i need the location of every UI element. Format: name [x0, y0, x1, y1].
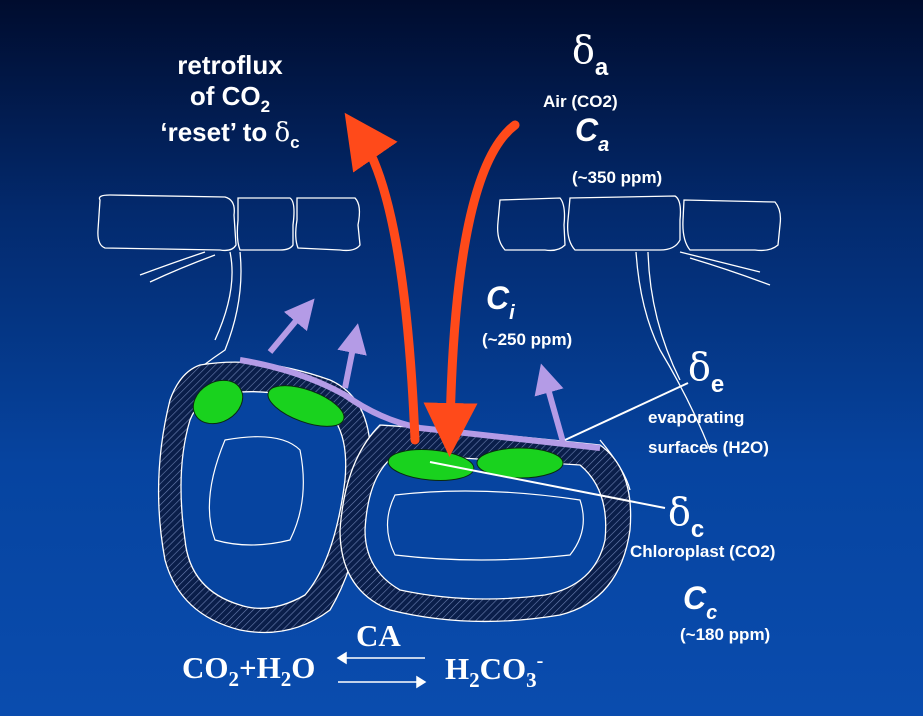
chloroplast-label: Chloroplast (CO2) — [630, 542, 776, 561]
enzyme-label: CA — [356, 618, 401, 653]
ca-value: (~350 ppm) — [572, 168, 663, 187]
evaporating-label-2: surfaces (H2O) — [648, 438, 769, 457]
pointer-lines — [429, 382, 689, 509]
ca-symbol: Ca — [575, 112, 610, 156]
epidermis-cells — [97, 194, 782, 491]
equilibrium-arrows — [336, 651, 427, 689]
delta-c: δc — [668, 490, 705, 543]
delta-a: δa — [572, 28, 609, 81]
chloroplasts — [192, 379, 564, 481]
mesophyll-cells — [157, 357, 632, 634]
vapor-arrows — [267, 298, 566, 443]
cc-symbol: Cc — [683, 580, 718, 624]
ci-symbol: Ci — [486, 280, 515, 324]
delta-e: δe — [688, 345, 725, 398]
equation-product: H2CO3- — [445, 650, 544, 692]
retroflux-label: retroflux of CO2 ‘reset’ to δc — [160, 50, 300, 152]
cc-value: (~180 ppm) — [680, 625, 771, 644]
co2-flux-arrows — [344, 112, 520, 457]
equation-reactants: CO2+H2O — [182, 650, 316, 691]
evaporating-surface — [239, 357, 601, 451]
air-label: Air (CO2) — [543, 92, 618, 111]
evaporating-label-1: evaporating — [648, 408, 745, 427]
ci-value: (~250 ppm) — [482, 330, 573, 349]
